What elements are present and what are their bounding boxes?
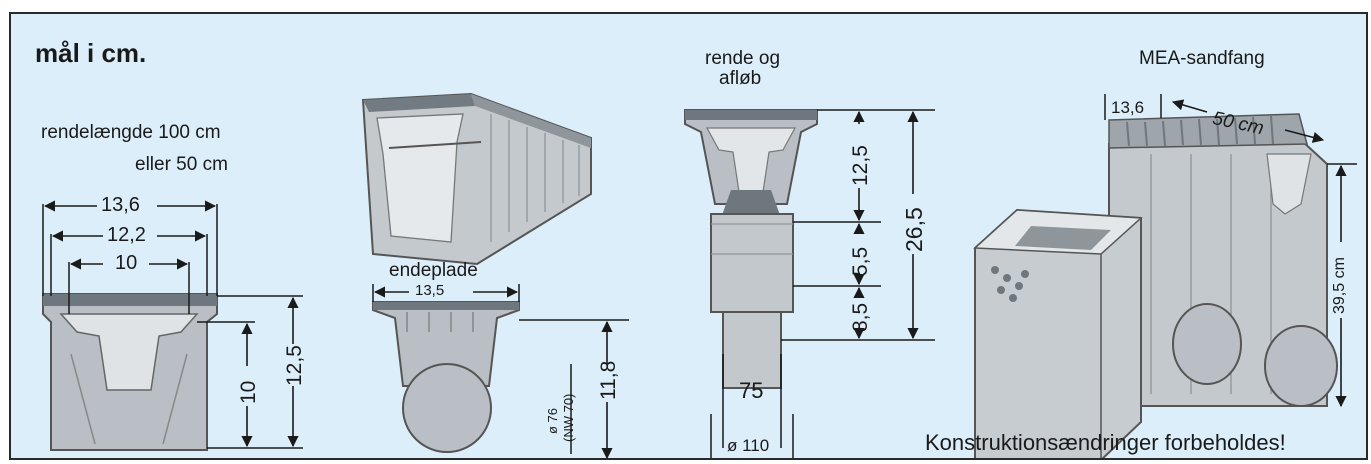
channel-length-label-1: rendelængde 100 cm — [41, 122, 221, 143]
drawing-canvas — [42, 92, 1357, 458]
drain-height-top: 12,5 — [849, 145, 872, 186]
endplate-label: endeplade — [389, 260, 478, 281]
endplate-height: 11,8 — [597, 360, 620, 400]
drain-height-mid: 5,5 — [849, 246, 872, 276]
channel-width-outer: 13,6 — [101, 194, 140, 216]
channel-perspective — [361, 92, 592, 266]
sandtrap-drawing — [973, 94, 1357, 458]
sandtrap-height: 39,5 cm — [1331, 257, 1348, 314]
channel-height-inner: 10 — [237, 380, 260, 404]
endplate-width: 13,5 — [415, 282, 445, 299]
channel-height-outer: 12,5 — [283, 345, 306, 386]
endplate-diameter: ø 76 — [545, 407, 560, 434]
drain-assembly — [684, 109, 935, 458]
endplate-drawing — [372, 284, 629, 458]
channel-length-label-2: eller 50 cm — [135, 154, 228, 175]
drawing-sheet: mål i cm. rendelængde 100 cm eller 50 cm… — [9, 12, 1368, 460]
channel-width-inner: 10 — [115, 252, 138, 274]
channel-cross-section — [42, 200, 303, 451]
sandtrap-label: MEA-sandfang — [1139, 48, 1265, 69]
drain-height-bottom: 8,5 — [849, 302, 872, 332]
page-title: mål i cm. — [35, 38, 147, 68]
drain-height-total: 26,5 — [901, 207, 927, 252]
endplate-nominal: (NW 70) — [561, 393, 576, 442]
sandtrap-width-top: 13,6 — [1111, 98, 1145, 117]
drain-outlet-width: 75 — [739, 378, 764, 403]
channel-width-mid: 12,2 — [107, 224, 146, 246]
drain-label-1: rende og — [705, 48, 781, 69]
drain-outlet-diameter: ø 110 — [727, 436, 770, 455]
footer-note: Konstruktionsændringer forbeholdes! — [925, 430, 1286, 455]
drain-label-2: afløb — [719, 68, 762, 89]
